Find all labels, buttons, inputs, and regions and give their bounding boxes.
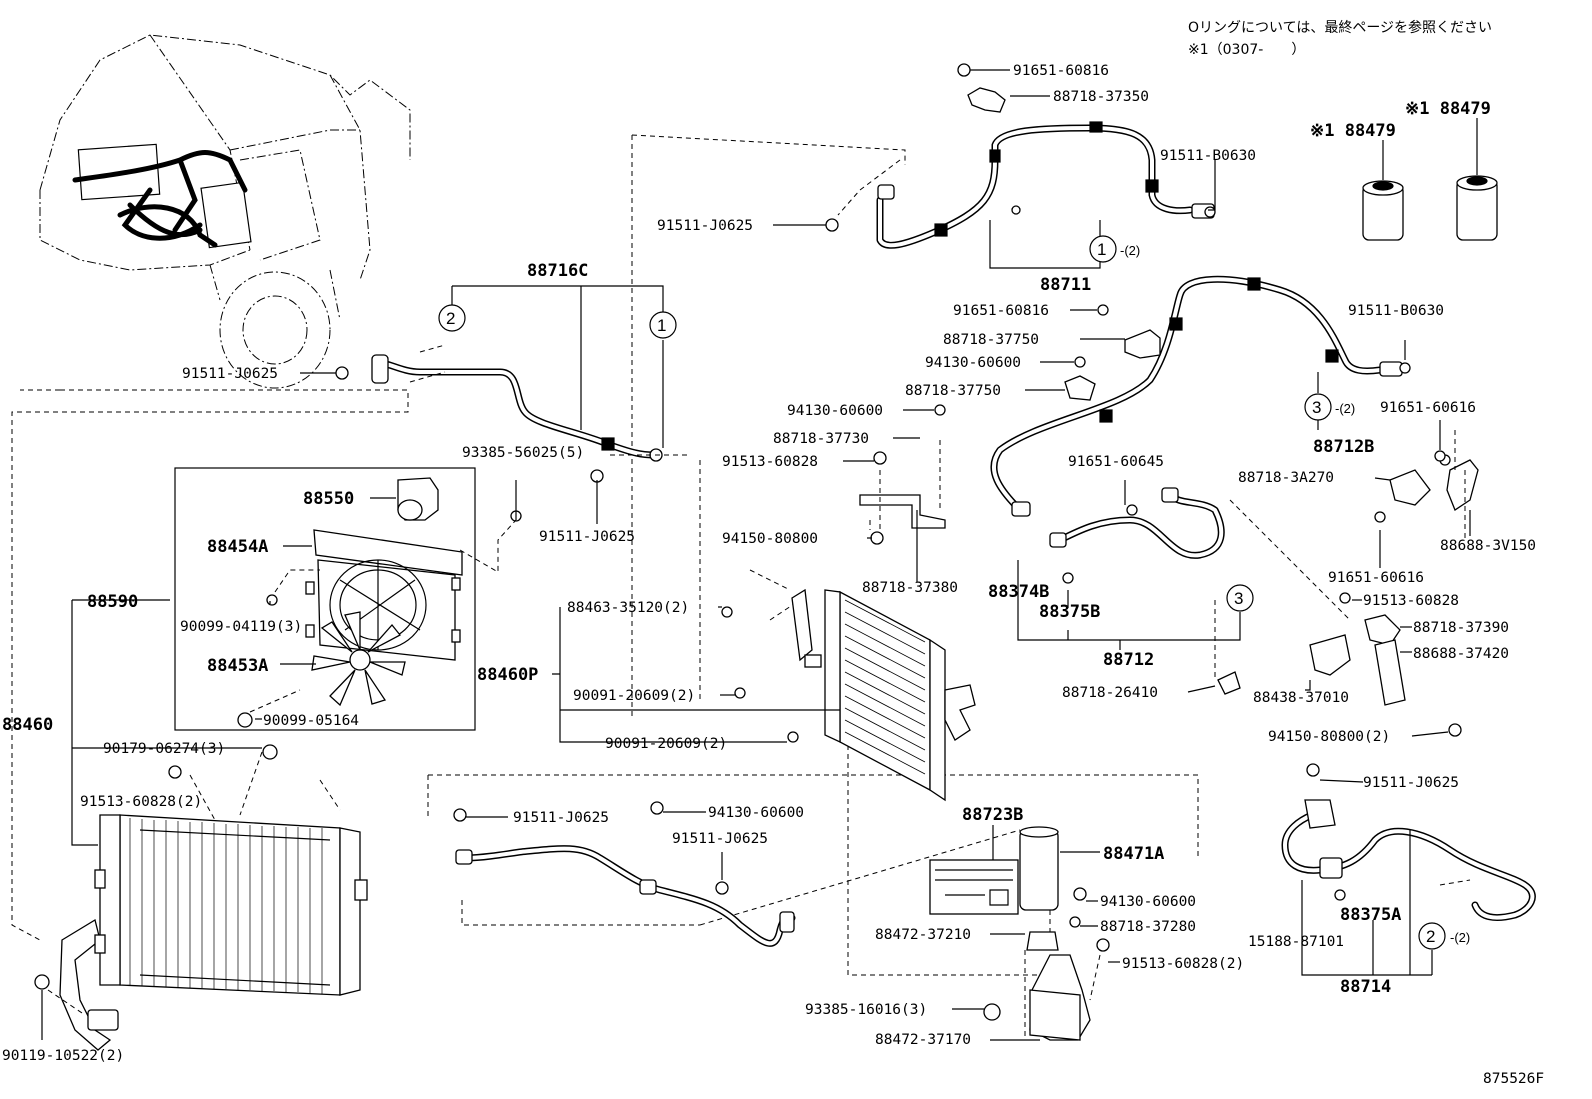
callout-1-a: 1 [657,316,666,335]
part-88460: 88460 [2,715,53,735]
pipe-88716c [371,354,663,462]
part-94150-80800-b: 94150-80800(2) [1268,729,1390,745]
part-88718-37280: 88718-37280 [1100,919,1196,935]
part-94130-60600-c: 94130-60600 [708,805,804,821]
part-88438-37010: 88438-37010 [1253,690,1349,706]
part-94130-60600-b: 94130-60600 [787,403,883,419]
part-91511-j0625-b: 91511-J0625 [182,366,278,382]
fan-assembly-box [174,467,476,731]
part-91651-60616-b: 91651-60616 [1328,570,1424,586]
callout-1-b-qty: -(2) [1120,243,1140,258]
part-91511-j0625-e: 91511-J0625 [513,810,609,826]
part-88471a: 88471A [1103,844,1164,864]
part-94150-80800-a: 94150-80800 [722,531,818,547]
vehicle-illustration [39,34,411,389]
part-88472-37210: 88472-37210 [875,927,971,943]
part-93385-16016: 93385-16016(3) [805,1002,927,1018]
part-90179-06274: 90179-06274(3) [103,741,225,757]
part-88718-37750-a: 88718-37750 [943,332,1039,348]
receiver-dryer-88471a [929,826,1110,1041]
part-15188-87101: 15188-87101 [1248,934,1344,950]
pipe-lower-center [453,801,796,947]
part-91511-j0625-a: 91511-J0625 [657,218,753,234]
part-88590: 88590 [87,592,138,612]
o-ring-note: Oリングについては、最終ページを参照ください [1188,19,1492,36]
part-91511-j0625-f: 91511-J0625 [672,831,768,847]
fan-blade [311,611,406,707]
callout-1-b: 1 [1097,240,1106,259]
part-91513-60828-b: 91513-60828 [1363,593,1459,609]
star1-note: ※1（0307- ） [1188,42,1305,58]
part-88718-37380: 88718-37380 [862,580,958,596]
part-number-labels: 91651-60816 88718-37350 ※1 88479 ※1 8847… [2,63,1544,1087]
part-88375a: 88375A [1340,905,1401,925]
part-88718-26410: 88718-26410 [1062,685,1158,701]
callout-2-a: 2 [446,309,455,328]
part-91511-b0630-a: 91511-B0630 [1160,148,1256,164]
part-88716c: 88716C [527,261,588,281]
part-91651-60616-a: 91651-60616 [1380,400,1476,416]
callout-3-a: 3 [1312,398,1321,417]
part-90119-10522: 90119-10522(2) [2,1048,124,1064]
part-88718-37350: 88718-37350 [1053,89,1149,105]
radiator-88460 [34,744,368,1051]
part-90091-20609-a: 90091-20609(2) [573,688,695,704]
condenser-88460p [791,588,976,802]
part-88374b: 88374B [988,582,1049,602]
part-88688-37420: 88688-37420 [1413,646,1509,662]
callout-3-b: 3 [1234,589,1243,608]
pipe-88714 [1281,763,1536,921]
part-91513-60828-d: 91513-60828(2) [1122,956,1244,972]
part-88714: 88714 [1340,977,1391,997]
part-88711: 88711 [1040,275,1091,295]
pipe-88712 [990,275,1403,559]
part-91513-60828-a: 91513-60828 [722,454,818,470]
part-91651-60645: 91651-60645 [1068,454,1164,470]
part-88463-35120: 88463-35120(2) [567,600,689,616]
callout-markers: 2 1 1 -(2) 3 -(2) 3 2 -(2) [438,235,1470,950]
callout-2-b-qty: -(2) [1450,930,1470,945]
figure-id: 875526F [1483,1071,1544,1087]
part-88712b: 88712B [1313,437,1374,457]
part-93385-56025: 93385-56025(5) [462,445,584,461]
part-88718-37730: 88718-37730 [773,431,869,447]
callout-2-b: 2 [1426,927,1435,946]
part-94130-60600-a: 94130-60600 [925,355,1021,371]
dryer-cartridges-88479 [1362,118,1498,241]
part-88454a: 88454A [207,537,268,557]
part-90091-20609-b: 90091-20609(2) [605,736,727,752]
part-91511-b0630-b: 91511-B0630 [1348,303,1444,319]
ref-88479-b: ※1 88479 [1405,99,1491,119]
part-88453a: 88453A [207,656,268,676]
part-91513-60828-c: 91513-60828(2) [80,794,202,810]
part-88472-37170: 88472-37170 [875,1032,971,1048]
part-88460p: 88460P [477,665,538,685]
part-88723b: 88723B [962,805,1023,825]
part-88718-37750-b: 88718-37750 [905,383,1001,399]
part-90099-05164: 90099-05164 [263,713,359,729]
leader-lines [41,69,1471,1041]
part-88718-37390: 88718-37390 [1413,620,1509,636]
part-90099-04119: 90099-04119(3) [180,619,302,635]
part-91511-j0625-c: 91511-J0625 [539,529,635,545]
part-88712: 88712 [1103,650,1154,670]
part-91651-60816-b: 91651-60816 [953,303,1049,319]
part-88688-3v150: 88688-3V150 [1440,538,1536,554]
part-91651-60816-a: 91651-60816 [1013,63,1109,79]
assembly-frame-lines [11,134,1199,976]
ref-88479-a: ※1 88479 [1310,121,1396,141]
part-88375b: 88375B [1039,602,1100,622]
callout-3-a-qty: -(2) [1335,401,1355,416]
part-88550: 88550 [303,489,354,509]
part-94130-60600-d: 94130-60600 [1100,894,1196,910]
part-91511-j0625-d: 91511-J0625 [1363,775,1459,791]
part-88718-3a270: 88718-3A270 [1238,470,1334,486]
